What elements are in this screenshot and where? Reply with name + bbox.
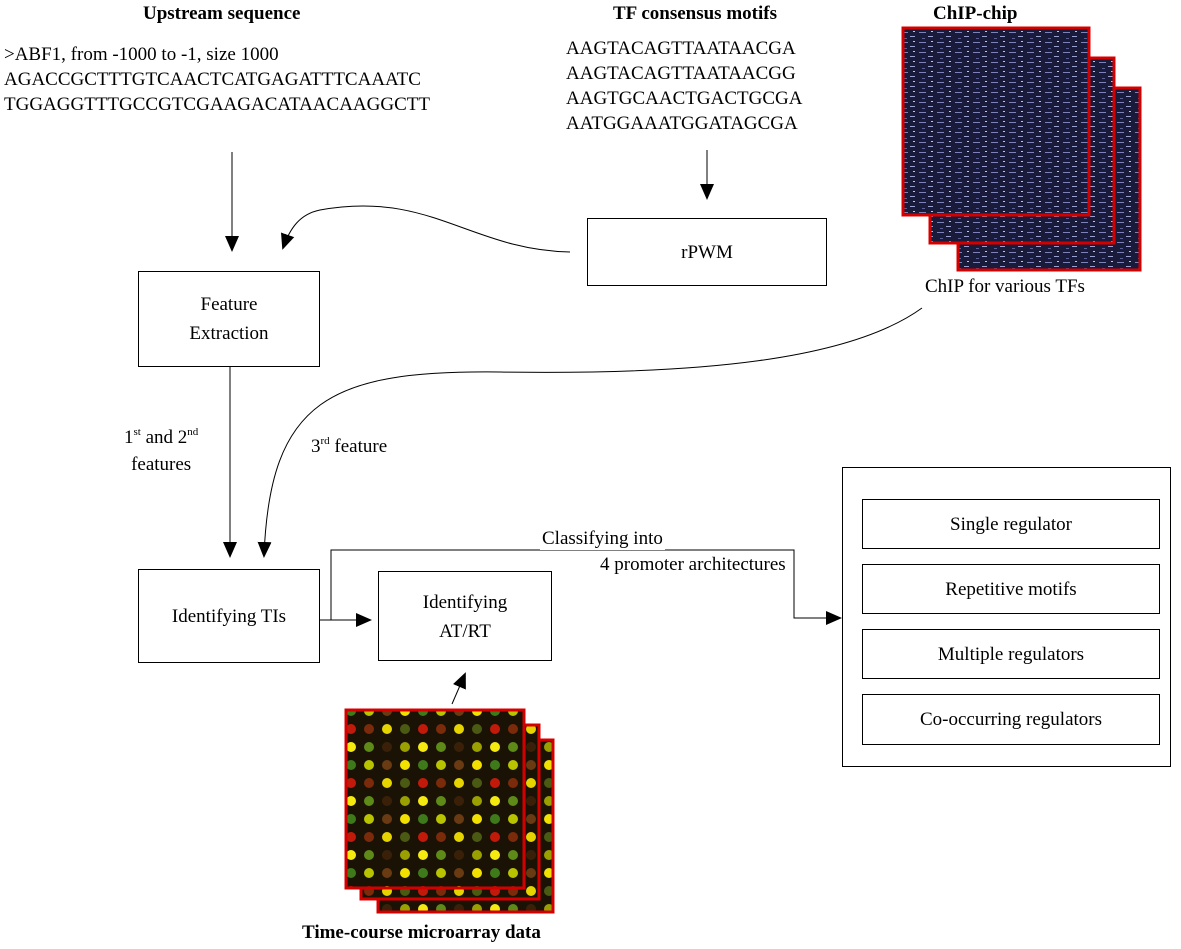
motif-line: AAGTGCAACTGACTGCGA [566, 88, 803, 109]
chip-heading: ChIP-chip [933, 3, 1018, 24]
identifying-atrt-box: Identifying AT/RT [378, 571, 552, 661]
ordinal-suffix: rd [320, 435, 330, 447]
architecture-label: Co-occurring regulators [919, 709, 1103, 730]
architecture-multiple-regulators: Multiple regulators [862, 629, 1160, 679]
arrow-classify-to-architectures [330, 549, 842, 625]
upstream-heading: Upstream sequence [143, 3, 301, 24]
motif-line: AAGTACAGTTAATAACGG [566, 63, 796, 84]
architecture-repetitive-motifs: Repetitive motifs [862, 564, 1160, 614]
microarray-heading: Time-course microarray data [302, 922, 541, 943]
rpwm-label: rPWM [681, 241, 733, 263]
feature-extraction-label-line2: Extraction [189, 323, 269, 344]
ordinal-number: 3 [311, 436, 321, 457]
microarray-image-front [344, 708, 526, 890]
features-1-2-label: 1st and 2nd features [124, 424, 198, 478]
classifying-label-line2: 4 promoter architectures [598, 554, 788, 576]
identifying-tis-box: Identifying TIs [138, 569, 320, 663]
architecture-label: Repetitive motifs [945, 578, 1077, 600]
identifying-atrt-label-line2: AT/RT [439, 621, 491, 642]
feature-extraction-label-line1: Feature [200, 294, 258, 315]
features-word: features [131, 454, 192, 475]
architecture-single-regulator: Single regulator [862, 499, 1160, 549]
motifs-heading: TF consensus motifs [613, 3, 777, 24]
classifying-label-line1: Classifying into [540, 528, 665, 550]
identifying-tis-label: Identifying TIs [171, 605, 287, 627]
upstream-line: AGACCGCTTTGTCAACTCATGAGATTTCAAATC [4, 69, 421, 90]
chip-image-front [901, 26, 1091, 217]
architecture-label: Multiple regulators [937, 643, 1085, 665]
architecture-label: Single regulator [950, 513, 1072, 535]
arrow-microarray-to-atrt [451, 672, 466, 705]
motif-line: AATGGAAATGGATAGCGA [566, 113, 798, 134]
ordinal-suffix: nd [187, 426, 199, 438]
feature-extraction-box: Feature Extraction [138, 271, 320, 367]
upstream-line: TGGAGGTTTGCCGTCGAAGACATAACAAGGCTT [4, 94, 430, 115]
arrow-rpwm-to-feature [281, 205, 571, 253]
features-joiner: and 2 [140, 427, 188, 448]
ordinal-suffix: st [133, 426, 141, 438]
upstream-sequence: >ABF1, from -1000 to -1, size 1000 AGACC… [4, 42, 430, 117]
motif-list: AAGTACAGTTAATAACGA AAGTACAGTTAATAACGG AA… [566, 36, 802, 136]
motif-line: AAGTACAGTTAATAACGA [566, 38, 796, 59]
identifying-atrt-label-line1: Identifying [422, 592, 508, 613]
ordinal-number: 1 [124, 427, 134, 448]
upstream-line: >ABF1, from -1000 to -1, size 1000 [4, 44, 279, 65]
feature-3-label: 3rd feature [311, 436, 387, 458]
chip-caption: ChIP for various TFs [925, 276, 1085, 297]
architecture-co-occurring-regulators: Co-occurring regulators [862, 694, 1160, 745]
feature-word: feature [329, 436, 388, 457]
rpwm-box: rPWM [587, 218, 827, 286]
arrow-chip-to-tis [257, 307, 923, 558]
